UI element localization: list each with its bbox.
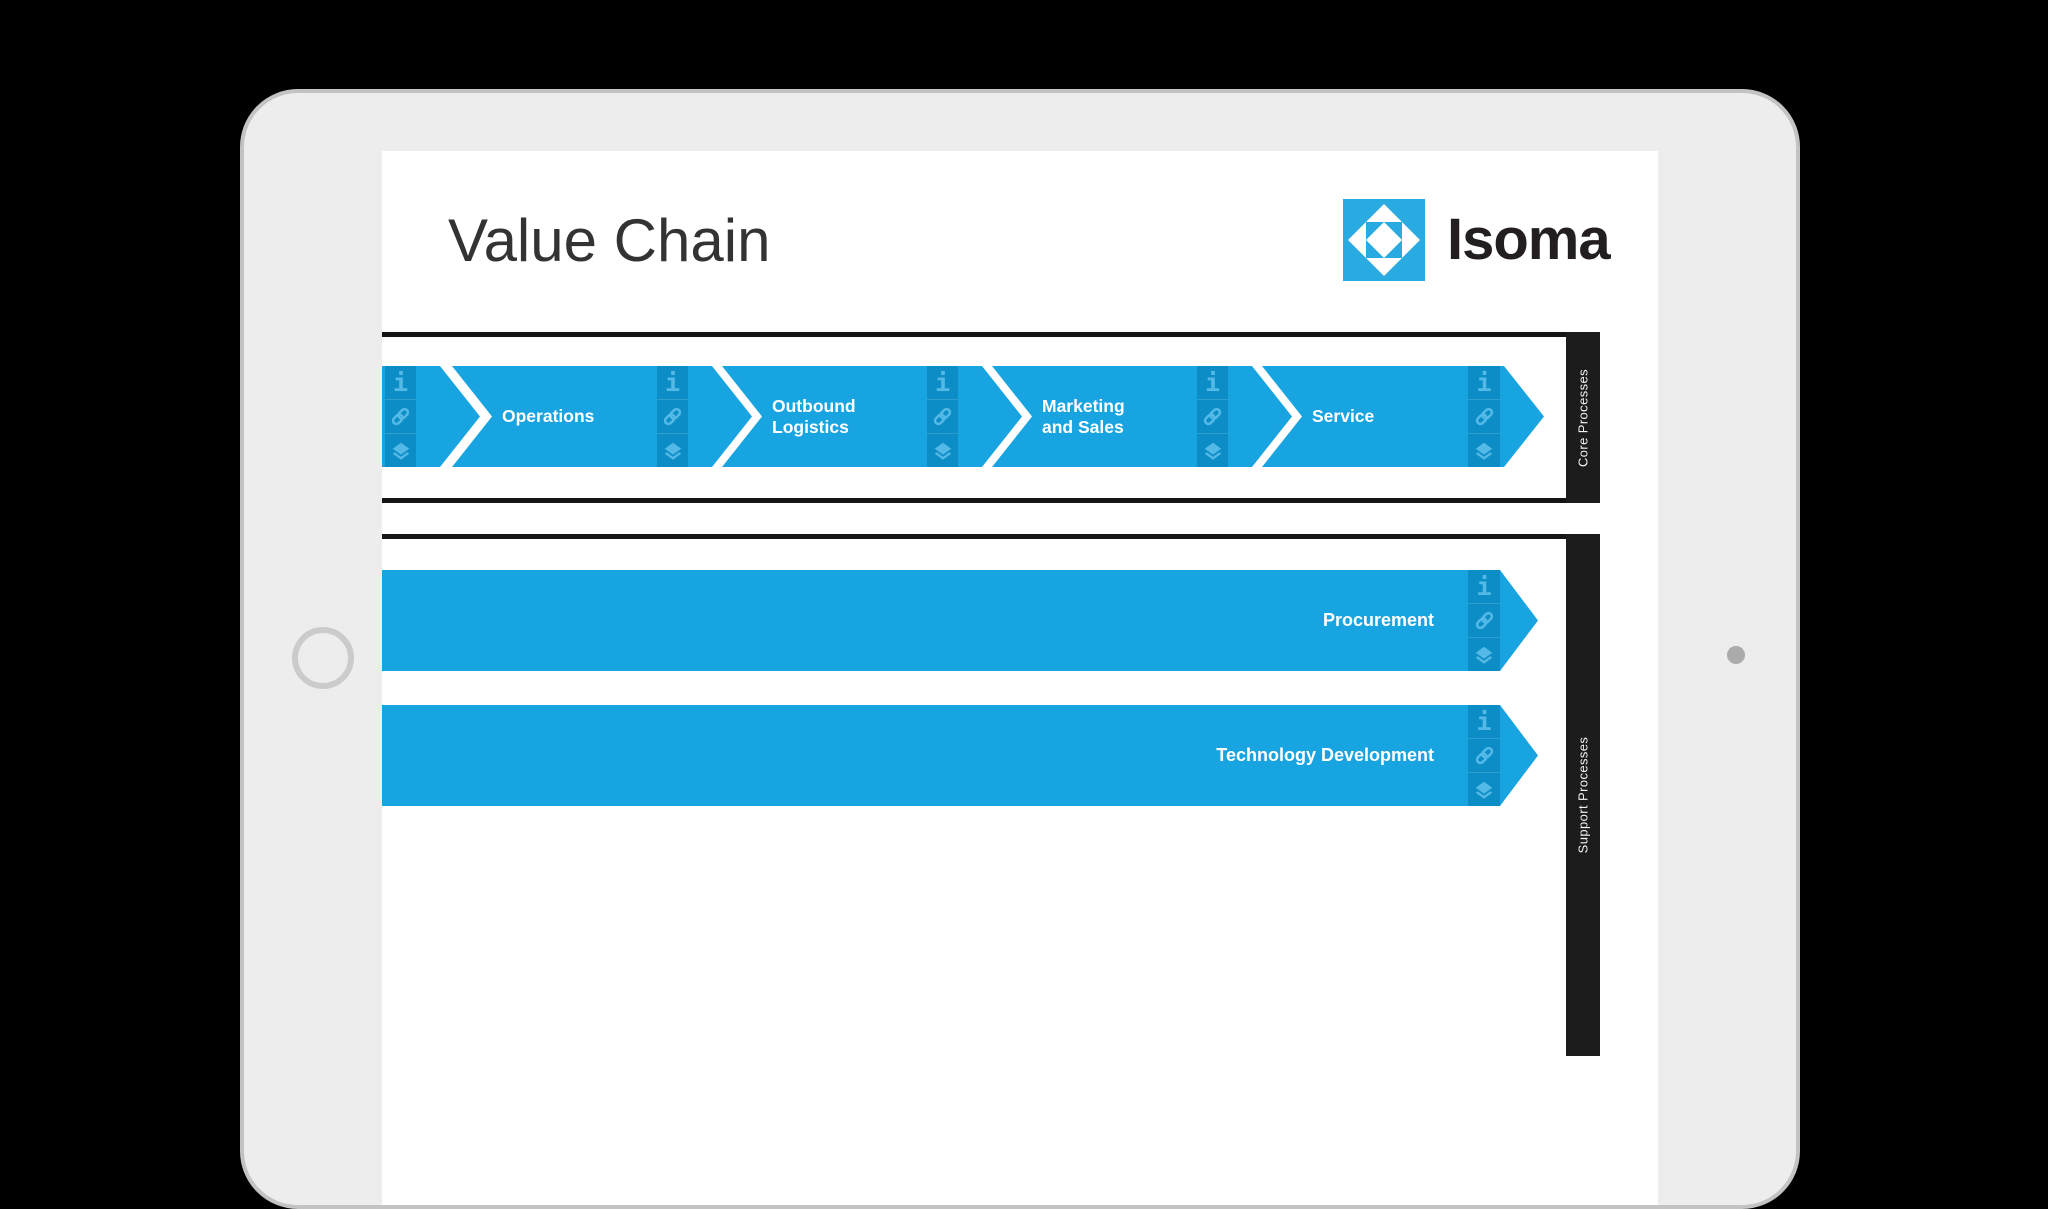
- tablet-frame: Value Chain Isoma Core Processes i: [240, 89, 1800, 1209]
- chevron-operations[interactable]: Operations i: [452, 366, 752, 467]
- bar-label: Technology Development: [1216, 745, 1434, 765]
- chevron-marketing-and-sales[interactable]: Marketing and Sales i: [992, 366, 1292, 467]
- icon-strip: i: [1197, 366, 1228, 467]
- band1-top-line: [382, 332, 1600, 337]
- chevron-service[interactable]: Service i: [1262, 366, 1544, 467]
- icon-strip: i: [385, 366, 416, 467]
- link-icon[interactable]: [385, 399, 416, 433]
- layers-icon[interactable]: [385, 433, 416, 467]
- camera-icon: [1727, 646, 1745, 664]
- layers-icon[interactable]: [1468, 637, 1500, 671]
- icon-strip: i: [927, 366, 958, 467]
- info-icon[interactable]: i: [934, 368, 951, 397]
- info-icon[interactable]: i: [1204, 368, 1221, 397]
- icon-strip: i: [1468, 366, 1500, 467]
- chevron-label: Operations: [502, 406, 595, 426]
- bar-procurement[interactable]: Procurement i: [382, 570, 1538, 671]
- info-icon[interactable]: i: [1476, 707, 1492, 736]
- brand-name: Isoma: [1447, 207, 1611, 272]
- icon-strip: i: [1468, 570, 1500, 671]
- app-page: Value Chain Isoma Core Processes i: [382, 151, 1658, 1205]
- icon-strip: i: [1468, 705, 1500, 806]
- info-icon[interactable]: i: [664, 368, 681, 397]
- support-processes-label: Support Processes: [1575, 736, 1591, 854]
- info-icon[interactable]: i: [1476, 368, 1492, 397]
- bar-label: Procurement: [1322, 610, 1434, 630]
- core-processes-tab[interactable]: Core Processes: [1566, 332, 1600, 503]
- page-title: Value Chain: [448, 207, 771, 274]
- chevron-label: Outbound Logistics: [772, 395, 856, 437]
- link-icon[interactable]: [927, 399, 958, 433]
- chevron-outbound-logistics[interactable]: Outbound Logistics i: [722, 366, 1022, 467]
- brand-logo: Isoma: [1343, 199, 1611, 281]
- icon-strip: i: [657, 366, 688, 467]
- layers-icon[interactable]: [1468, 433, 1500, 467]
- core-processes-label: Core Processes: [1575, 368, 1591, 467]
- link-icon[interactable]: [657, 399, 688, 433]
- logo-diamond-icon: [1343, 199, 1425, 281]
- chevron-label: Marketing and Sales: [1042, 395, 1125, 437]
- home-button[interactable]: [292, 627, 354, 689]
- layers-icon[interactable]: [927, 433, 958, 467]
- info-icon[interactable]: i: [1476, 572, 1492, 601]
- layers-icon[interactable]: [1197, 433, 1228, 467]
- layers-icon[interactable]: [1468, 772, 1500, 806]
- support-processes-tab[interactable]: Support Processes: [1566, 534, 1600, 1056]
- layers-icon[interactable]: [657, 433, 688, 467]
- bar-technology-development[interactable]: Technology Development i: [382, 705, 1538, 806]
- link-icon[interactable]: [1468, 603, 1500, 637]
- link-icon[interactable]: [1197, 399, 1228, 433]
- band2-top-line: [382, 534, 1600, 539]
- info-icon[interactable]: i: [392, 368, 409, 397]
- band1-bottom-line: [382, 498, 1600, 503]
- link-icon[interactable]: [1468, 399, 1500, 433]
- chevron-label: Service: [1312, 406, 1375, 426]
- link-icon[interactable]: [1468, 738, 1500, 772]
